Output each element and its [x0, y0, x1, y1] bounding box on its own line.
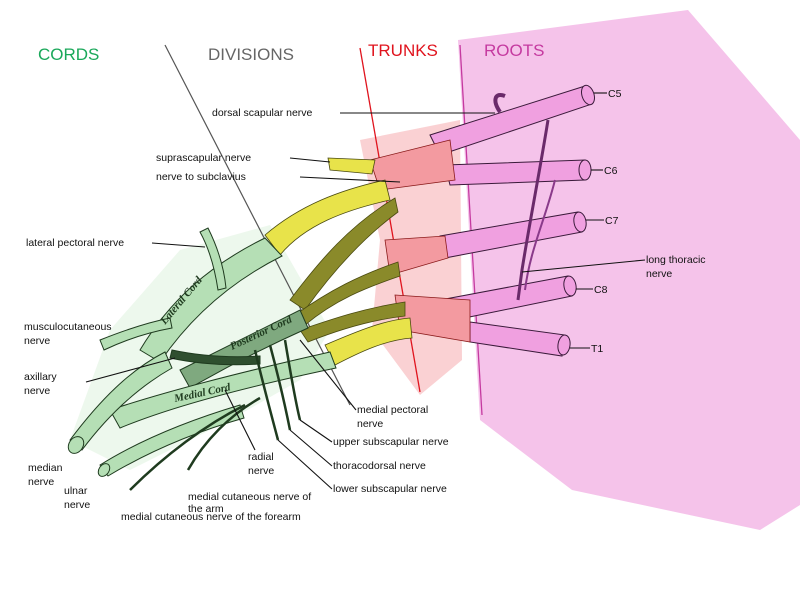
label-medial-pectoral-1: medial pectoral — [357, 404, 428, 416]
roots-group — [429, 84, 595, 357]
label-lateral-pectoral: lateral pectoral nerve — [26, 237, 124, 249]
heading-trunks: TRUNKS — [368, 41, 438, 60]
med-cut-forearm-branch — [129, 403, 246, 491]
label-axillary-1: axillary — [24, 371, 57, 383]
label-subclavius: nerve to subclavius — [156, 171, 246, 183]
ulnar-nerve-trunk — [99, 404, 245, 477]
musculocutaneous-branch — [99, 317, 173, 351]
label-long-thoracic-2: nerve — [646, 268, 672, 280]
lower-trunk — [394, 294, 471, 343]
division-posterior-1 — [289, 197, 399, 311]
label-lower-subscapular: lower subscapular nerve — [333, 483, 447, 495]
division-medial — [324, 317, 413, 366]
divisions-divider-line — [164, 44, 351, 406]
lateral-pectoral-branch — [199, 227, 227, 291]
label-musculocutaneous-2: nerve — [24, 335, 50, 347]
label-ulnar-2: nerve — [64, 499, 90, 511]
medial-cord — [109, 351, 337, 429]
label-med-cut-arm-2: the arm — [188, 503, 224, 515]
root-c8-end — [563, 275, 577, 297]
lateral-cord — [139, 237, 283, 363]
root-t1-end — [557, 334, 571, 356]
root-labels: C5 C6 C7 C8 T1 — [570, 88, 622, 355]
label-c7: C7 — [605, 215, 619, 227]
heading-roots: ROOTS — [484, 41, 544, 60]
dorsal-scapular-hook — [493, 93, 506, 114]
upper-subscapular-branch — [283, 339, 302, 421]
division-posterior-3 — [299, 301, 406, 343]
nerve-labels: dorsal scapular nerve suprascapular nerv… — [24, 107, 706, 523]
med-cut-arm-branch — [186, 396, 261, 471]
label-median-1: median — [28, 462, 63, 474]
lower-subscapular-branch — [253, 349, 280, 441]
label-upper-subscapular: upper subscapular nerve — [333, 436, 449, 448]
ulnar-nerve-end — [97, 463, 111, 477]
division-upper-anterior — [264, 179, 391, 256]
roots-divider-line — [459, 44, 483, 416]
trunks-group — [369, 139, 471, 343]
label-long-thoracic-1: long thoracic — [646, 254, 706, 266]
label-med-cut-arm-1: medial cutaneous nerve of — [188, 491, 311, 503]
label-radial-2: nerve — [248, 465, 274, 477]
root-c6-end — [578, 159, 592, 181]
division-suprascapular — [327, 157, 376, 175]
thoracodorsal-branch — [268, 344, 292, 431]
median-nerve-end — [67, 436, 85, 454]
upper-trunk — [369, 139, 456, 191]
divisions-group — [264, 157, 413, 366]
label-c6: C6 — [604, 165, 618, 177]
label-medial-pectoral-2: nerve — [357, 418, 383, 430]
long-thoracic-strand — [516, 119, 550, 301]
median-nerve-trunk — [69, 351, 173, 451]
cords-group — [67, 227, 337, 477]
label-median-2: nerve — [28, 476, 54, 488]
label-c8: C8 — [594, 284, 608, 296]
heading-cords: CORDS — [38, 45, 99, 64]
label-med-cut-forearm: medial cutaneous nerve of the forearm — [121, 511, 301, 523]
label-dorsal-scapular: dorsal scapular nerve — [212, 107, 313, 119]
heading-divisions: DIVISIONS — [208, 45, 294, 64]
minor-branches — [129, 339, 302, 491]
label-t1: T1 — [591, 343, 603, 355]
label-axillary-2: nerve — [24, 385, 50, 397]
label-radial-1: radial — [248, 451, 274, 463]
root-c7-end — [573, 211, 587, 233]
middle-trunk — [384, 235, 449, 276]
division-posterior-2 — [294, 261, 401, 326]
long-thoracic-strand-2 — [524, 179, 556, 291]
root-c6 — [444, 159, 586, 186]
label-suprascapular: suprascapular nerve — [156, 152, 251, 164]
posterior-cord — [179, 309, 309, 389]
root-c5-end — [581, 84, 595, 106]
label-c5: C5 — [608, 88, 622, 100]
label-musculocutaneous-1: musculocutaneous — [24, 321, 112, 333]
label-ulnar-1: ulnar — [64, 485, 88, 497]
axillary-branch — [169, 349, 261, 366]
roots-region — [458, 10, 800, 530]
label-thoracodorsal: thoracodorsal nerve — [333, 460, 426, 472]
